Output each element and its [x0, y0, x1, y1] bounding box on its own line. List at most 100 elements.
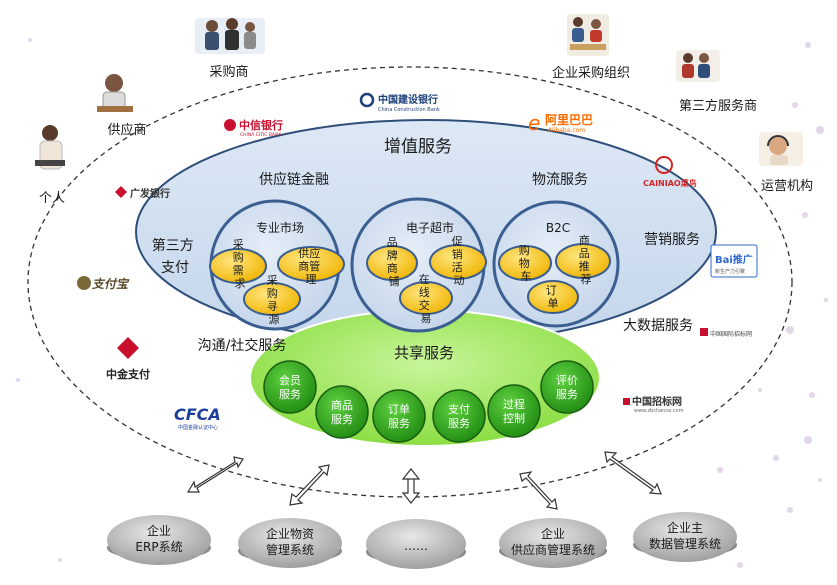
cainiao-bird-icon: [655, 156, 673, 174]
double-arrow-icon: [401, 468, 421, 504]
svg-text:企业主数据管理系统: 企业主数据管理系统: [649, 520, 721, 551]
decorative-dots: [16, 38, 828, 568]
alibaba-logo: e 阿里巴巴 Alibaba.com: [528, 111, 593, 135]
specialty-market-title: 专业市场: [256, 220, 304, 235]
ccb-emblem-icon: [359, 92, 375, 108]
system-disc[interactable]: 企业物资管理系统: [238, 518, 342, 568]
cipg-logo: 中国国际招标网: [700, 328, 752, 338]
stakeholder-third-party-provider: 第三方服务商: [676, 50, 757, 114]
system-disc[interactable]: 企业主数据管理系统: [633, 512, 737, 562]
svg-text:China Construction Bank: China Construction Bank: [378, 107, 440, 113]
market-item[interactable]: 供应 商管 理: [277, 246, 345, 286]
cainiao-logo: CAINIAO菜鸟: [643, 156, 697, 188]
svg-text:支付宝: 支付宝: [92, 277, 130, 291]
svg-text:新生产力引擎: 新生产力引擎: [715, 268, 745, 275]
b2c-title: B2C: [546, 221, 570, 235]
svg-text:支付服务: 支付服务: [448, 403, 470, 430]
svg-text:www.zbchance.com: www.zbchance.com: [634, 408, 684, 414]
stakeholder-buyer: 采购商: [195, 18, 265, 80]
double-arrow-icon: [289, 464, 330, 506]
svg-text:品 牌 商 铺: 品 牌 商 铺: [387, 236, 402, 288]
double-arrow-icon: [186, 456, 244, 493]
stakeholder-operator: 运营机构: [759, 132, 813, 194]
svg-text:中信银行: 中信银行: [239, 118, 283, 132]
communication-label: 沟通/社交服务: [198, 337, 287, 354]
market-item[interactable]: 品 牌 商 铺: [366, 236, 418, 288]
svg-text:采 购 寻 源: 采 购 寻 源: [267, 274, 282, 326]
svg-text:CFCA: CFCA: [174, 405, 221, 424]
alibaba-emblem-icon: e: [528, 111, 540, 135]
zbwang-logo: 中国招标网 www.zbchance.com: [623, 395, 684, 414]
shared-service-item[interactable]: 过程控制: [487, 384, 541, 438]
cpcn-logo: 中金支付: [106, 337, 150, 381]
meeting-group-icon: [567, 14, 609, 56]
svg-text:企业供应商管理系统: 企业供应商管理系统: [511, 526, 595, 557]
stakeholder-individual: 个人: [35, 125, 65, 206]
market-item[interactable]: 商 品 推 荐: [555, 233, 611, 286]
citic-emblem-icon: [224, 119, 236, 131]
big-data-label: 大数据服务: [623, 318, 693, 334]
system-disc[interactable]: ……: [366, 519, 466, 569]
svg-text:中金支付: 中金支付: [106, 367, 150, 381]
market-item[interactable]: 采 购 寻 源: [243, 274, 301, 326]
value-added-label: 增值服务: [384, 137, 452, 157]
svg-text:Alibaba.com: Alibaba.com: [548, 127, 585, 134]
cgb-logo: 广发银行: [115, 186, 170, 200]
svg-text:商 品 推 荐: 商 品 推 荐: [579, 233, 594, 286]
ccb-logo: 中国建设银行 China Construction Bank: [359, 92, 440, 113]
system-disc[interactable]: 企业供应商管理系统: [499, 518, 607, 568]
logistics-label: 物流服务: [532, 172, 588, 188]
svg-text:中国金融认证中心: 中国金融认证中心: [178, 424, 218, 431]
cgb-emblem-icon: [115, 186, 127, 198]
shared-service-item[interactable]: 订单服务: [372, 389, 426, 443]
market-item[interactable]: 订 单: [527, 280, 579, 314]
citic-logo: 中信银行 CHINA CITIC BANK: [224, 118, 283, 138]
svg-text:订单服务: 订单服务: [388, 403, 410, 430]
shared-service-item[interactable]: 支付服务: [432, 389, 486, 443]
double-arrow-icon: [519, 471, 558, 510]
alipay-emblem-icon: [77, 276, 91, 290]
market-item[interactable]: 在 线 交 易: [399, 273, 453, 325]
connection-arrows: [186, 451, 662, 510]
svg-text:供应商: 供应商: [107, 122, 146, 138]
shared-service-item[interactable]: 评价服务: [540, 360, 594, 414]
svg-text:商品服务: 商品服务: [331, 398, 353, 426]
svg-text:运营机构: 运营机构: [761, 179, 813, 194]
svg-text:采购商: 采购商: [209, 64, 248, 80]
third-party-payment-label: 第三方 支付: [152, 237, 198, 276]
person-at-desk-icon: [97, 74, 133, 112]
shared-service-item[interactable]: 会员服务: [263, 360, 317, 414]
svg-text:订 单: 订 单: [546, 284, 561, 310]
double-arrow-icon: [604, 451, 662, 495]
svg-text:企业物资管理系统: 企业物资管理系统: [266, 526, 314, 557]
cipg-emblem-icon: [700, 328, 708, 336]
svg-text:阿里巴巴: 阿里巴巴: [545, 112, 593, 127]
shared-service-item[interactable]: 商品服务: [315, 385, 369, 439]
svg-text:CHINA CITIC BANK: CHINA CITIC BANK: [240, 132, 282, 138]
cfca-logo: CFCA 中国金融认证中心: [174, 405, 221, 431]
stakeholder-supplier: 供应商: [97, 74, 147, 138]
svg-text:第三方服务商: 第三方服务商: [679, 98, 757, 114]
cpcn-emblem-icon: [117, 337, 139, 359]
stakeholder-enterprise-purchasing: 企业采购组织: [552, 14, 630, 81]
svg-text:采 购 需 求: 采 购 需 求: [233, 238, 248, 290]
svg-text:……: ……: [404, 539, 428, 553]
market-item[interactable]: 促 销 活 动: [429, 234, 487, 287]
svg-text:个人: 个人: [39, 191, 65, 206]
market-item[interactable]: 采 购 需 求: [209, 238, 267, 290]
svg-text:中国国际招标网: 中国国际招标网: [710, 330, 752, 338]
market-item[interactable]: 购 物 车: [498, 243, 552, 283]
svg-text:会员服务: 会员服务: [279, 374, 301, 401]
baidu-logo: Bai推广 新生产力引擎: [710, 244, 758, 278]
person-on-phone-icon: [35, 125, 65, 170]
people-group-icon: [195, 18, 265, 54]
svg-text:Bai推广: Bai推广: [715, 253, 753, 266]
zbwang-emblem-icon: [623, 398, 630, 405]
svg-text:中国建设银行: 中国建设银行: [378, 93, 438, 106]
svg-text:购 物 车: 购 物 车: [519, 243, 534, 283]
svg-text:CAINIAO菜鸟: CAINIAO菜鸟: [643, 178, 697, 188]
svg-text:在 线 交 易: 在 线 交 易: [419, 273, 434, 325]
marketing-label: 营销服务: [644, 232, 700, 248]
